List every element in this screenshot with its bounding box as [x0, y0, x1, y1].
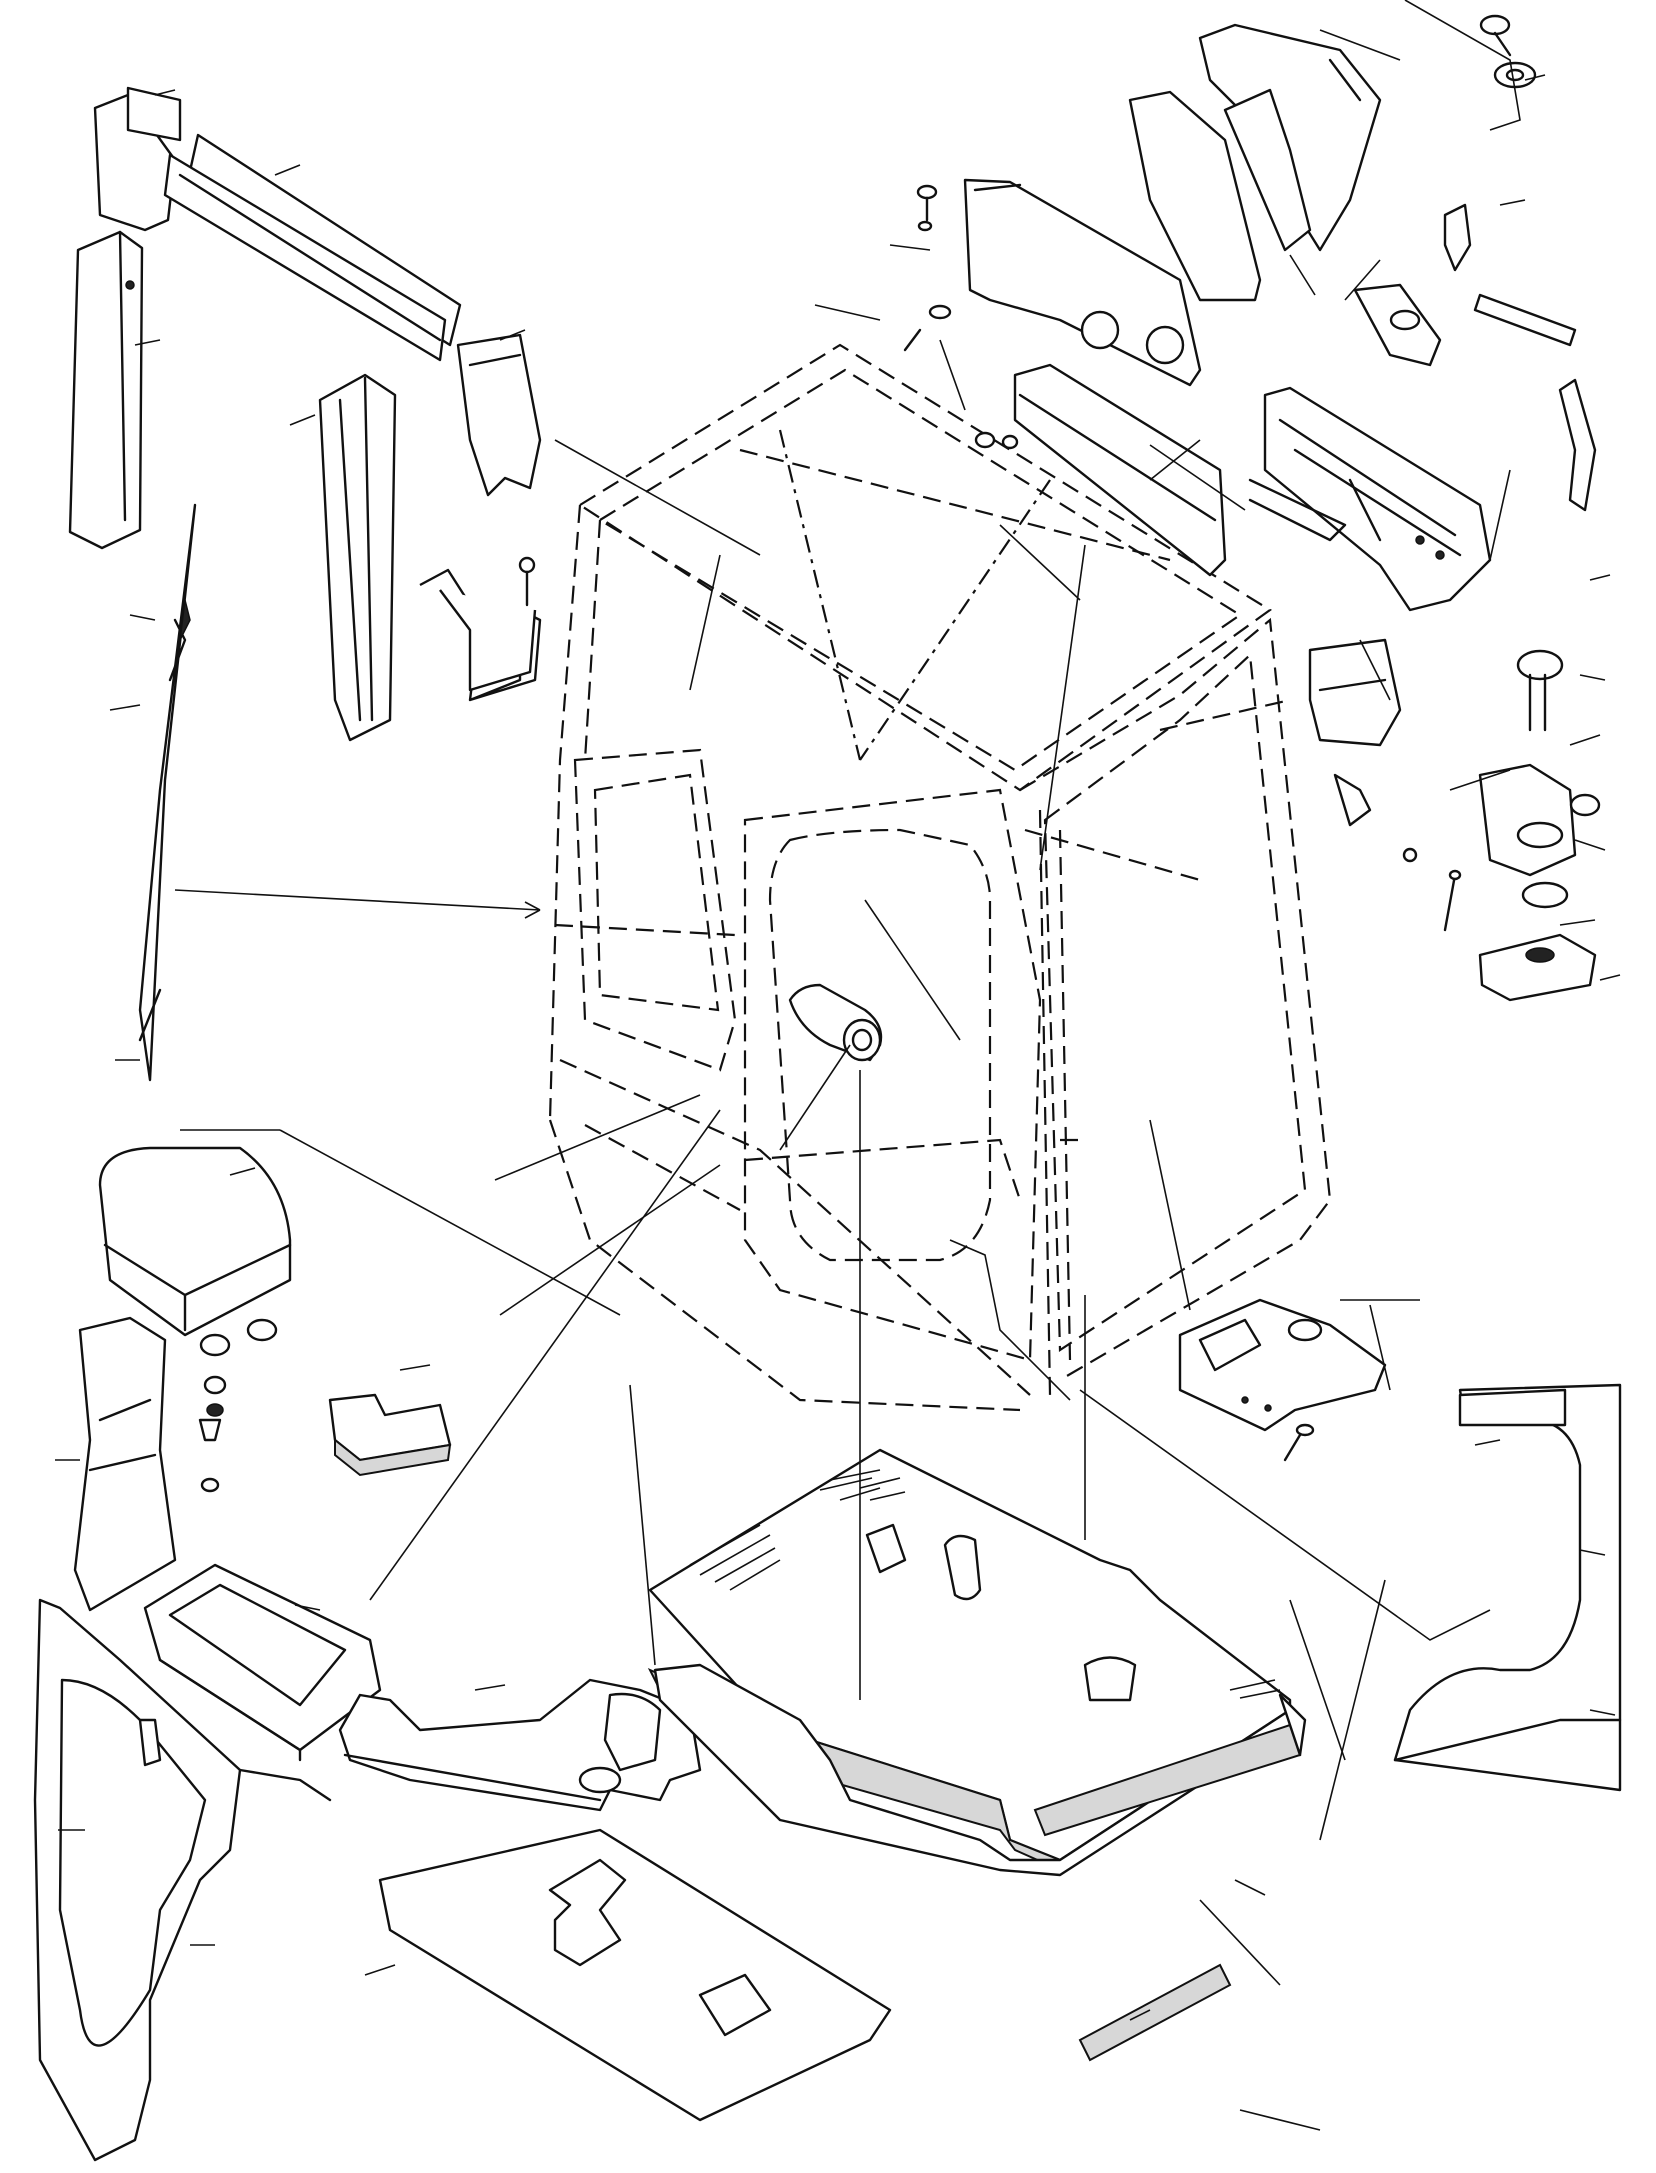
switch-box [1178, 1298, 1387, 1462]
callout-ticks [55, 74, 1621, 2021]
door-latch-assembly [1353, 14, 1597, 512]
front-upper-cover [1128, 23, 1382, 302]
corner-panel [456, 333, 542, 497]
rear-side-trim [1393, 1383, 1622, 1792]
cab-frame [548, 343, 1332, 1412]
roof-vent-duct [1013, 363, 1227, 577]
floor-mat [647, 1448, 1292, 1872]
fasteners-top [903, 184, 1019, 450]
rear-pillar-cover [68, 86, 182, 550]
foam-block [328, 1393, 452, 1477]
right-front-panel [1248, 386, 1492, 612]
latch-knob [1333, 649, 1601, 1002]
console-bracket [73, 1316, 227, 1612]
handle-grip-center [788, 983, 883, 1062]
grab-handle-grip [1308, 638, 1402, 747]
foam-strip [1033, 1693, 1307, 2062]
armrest-cushion [98, 1146, 292, 1357]
switch-console [338, 1678, 702, 1812]
storage-tray [143, 1563, 382, 1762]
leader-lines [174, 0, 1521, 2131]
side-glass-seal [138, 503, 197, 1082]
upper-rear-trim [163, 133, 462, 362]
mounting-bracket [419, 556, 542, 702]
floor-insulation [378, 1663, 1302, 2122]
roof-trim-panel [963, 178, 1202, 387]
pillar-channel [318, 373, 397, 742]
left-side-console [33, 1598, 332, 2162]
